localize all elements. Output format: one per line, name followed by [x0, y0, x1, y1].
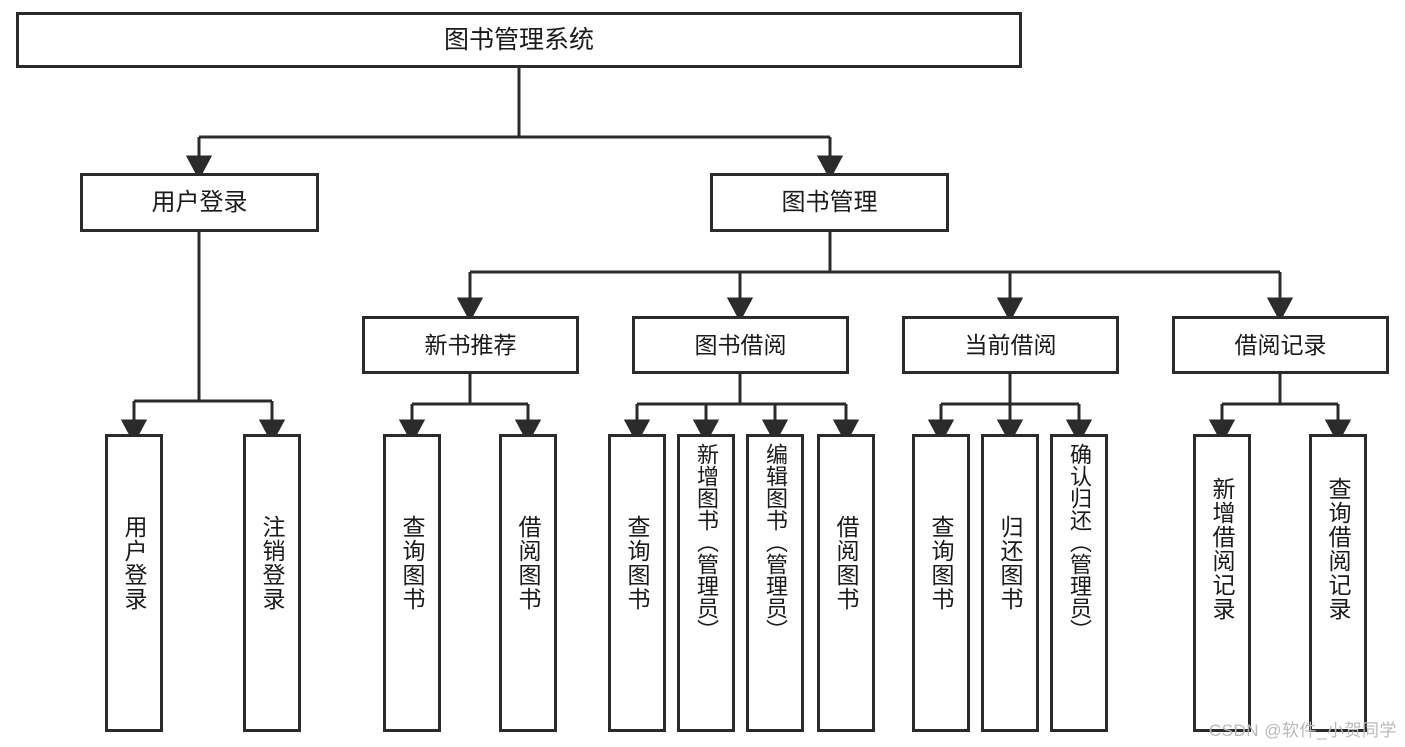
node-leaf-user-login[interactable]: 用户登录 [105, 434, 163, 732]
node-new-book-recommend[interactable]: 新书推荐 [362, 316, 579, 374]
node-leaf-query-book-3-label: 查询图书 [928, 515, 955, 611]
node-book-borrow[interactable]: 图书借阅 [632, 316, 849, 374]
node-leaf-confirm-return[interactable]: 确认归还（管理员） [1050, 434, 1108, 732]
node-leaf-logout-label: 注销登录 [259, 515, 286, 611]
node-new-book-recommend-label: 新书推荐 [424, 331, 517, 358]
csdn-watermark: CSDN @软件_小贺同学 [1208, 721, 1397, 740]
node-user-login[interactable]: 用户登录 [80, 173, 319, 232]
node-leaf-query-record-label: 查询借阅记录 [1325, 477, 1352, 621]
node-borrow-record[interactable]: 借阅记录 [1172, 316, 1389, 374]
node-leaf-add-book[interactable]: 新增图书（管理员） [677, 434, 735, 732]
node-leaf-return-book[interactable]: 归还图书 [981, 434, 1039, 732]
node-root[interactable]: 图书管理系统 [16, 12, 1022, 68]
node-leaf-confirm-return-label: 确认归还（管理员） [1066, 443, 1092, 641]
node-leaf-edit-book-label: 编辑图书（管理员） [762, 443, 788, 641]
node-borrow-record-label: 借阅记录 [1234, 331, 1327, 358]
node-leaf-return-book-label: 归还图书 [997, 515, 1024, 611]
node-leaf-query-book-2-label: 查询图书 [624, 515, 651, 611]
node-leaf-query-record[interactable]: 查询借阅记录 [1309, 434, 1367, 732]
node-leaf-add-record-label: 新增借阅记录 [1209, 477, 1236, 621]
node-leaf-query-book-3[interactable]: 查询图书 [912, 434, 970, 732]
node-root-label: 图书管理系统 [443, 25, 594, 54]
node-leaf-query-book-1-label: 查询图书 [399, 515, 426, 611]
node-leaf-logout[interactable]: 注销登录 [243, 434, 301, 732]
node-leaf-edit-book[interactable]: 编辑图书（管理员） [746, 434, 804, 732]
node-leaf-add-record[interactable]: 新增借阅记录 [1193, 434, 1251, 732]
node-user-login-label: 用户登录 [151, 188, 248, 216]
node-leaf-borrow-book-2[interactable]: 借阅图书 [817, 434, 875, 732]
node-leaf-query-book-1[interactable]: 查询图书 [383, 434, 441, 732]
node-book-manage[interactable]: 图书管理 [710, 173, 949, 232]
node-leaf-borrow-book-2-label: 借阅图书 [833, 515, 860, 611]
node-leaf-user-login-label: 用户登录 [121, 515, 148, 611]
node-leaf-query-book-2[interactable]: 查询图书 [608, 434, 666, 732]
node-leaf-borrow-book-1-label: 借阅图书 [515, 515, 542, 611]
node-book-borrow-label: 图书借阅 [694, 331, 787, 358]
node-leaf-add-book-label: 新增图书（管理员） [693, 443, 719, 641]
node-current-borrow[interactable]: 当前借阅 [902, 316, 1119, 374]
node-book-manage-label: 图书管理 [781, 188, 878, 216]
node-current-borrow-label: 当前借阅 [964, 331, 1057, 358]
node-leaf-borrow-book-1[interactable]: 借阅图书 [499, 434, 557, 732]
